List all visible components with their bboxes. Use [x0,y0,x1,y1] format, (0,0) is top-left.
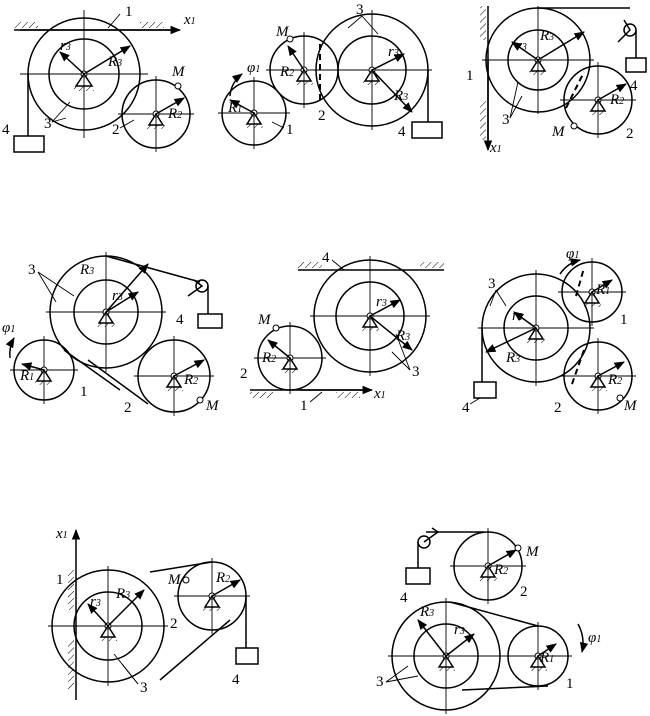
scheme-6: r3 R3 3 4 R1 1 φ1 R2 M 2 [462,246,638,416]
label-4: 4 [630,78,638,94]
R2-label: R2 [279,64,294,80]
label-2: 2 [626,126,634,142]
label-2: 2 [240,366,248,382]
x1-label: x1 [489,140,502,156]
R3-label: R3 [419,604,434,620]
r3-label: r3 [112,288,123,304]
R1-label: R1 [19,368,34,384]
label-2: 2 [124,400,132,416]
r3-label: r3 [516,38,527,54]
M-label: M [623,398,638,414]
label-3: 3 [28,262,36,278]
label-1: 1 [125,4,133,20]
label-1: 1 [300,398,308,414]
scheme-7: x1 1 r3 R3 3 R2 M 2 4 [48,526,259,700]
M-label: M [257,312,272,328]
R3-label: R3 [79,262,94,278]
R2-label: R2 [183,372,198,388]
R1-label: R1 [595,282,610,298]
R2-label: R2 [215,570,230,586]
M-label: M [167,572,182,588]
x1-label: x1 [373,386,386,402]
M-label: M [551,124,566,140]
phi1-label: φ1 [2,320,15,336]
label-3: 3 [140,680,148,696]
label-3: 3 [488,276,496,292]
R3-label: R3 [539,28,554,44]
x1-label: x1 [55,526,68,542]
R2-label: R2 [493,562,508,578]
label-1: 1 [566,676,574,692]
R2-label: R2 [261,350,276,366]
label-4: 4 [462,400,470,416]
phi1-label: φ1 [588,630,601,646]
R1-label: R1 [539,650,554,666]
label-2: 2 [554,400,562,416]
label-4: 4 [400,590,408,606]
scheme-4: r3 R3 3 4 R1 1 φ1 R2 M [2,252,223,416]
label-2: 2 [112,122,120,138]
label-1: 1 [620,312,628,328]
R3-label: R3 [393,88,408,104]
R2-label: R2 [607,372,622,388]
scheme-1: x1 1 r3 R3 3 4 R2 M 2 [2,4,196,153]
label-4: 4 [322,250,330,266]
label-2: 2 [520,584,528,600]
M-label: M [525,544,540,560]
scheme-3: x1 1 r3 R3 3 4 R2 M 2 [466,6,647,156]
M-label: M [275,24,290,40]
label-1: 1 [466,68,474,84]
label-3: 3 [502,112,510,128]
phi1-label: φ1 [566,246,579,262]
R2-label: R2 [167,106,182,122]
label-3: 3 [356,2,364,18]
r3-label: r3 [388,44,399,60]
label-3: 3 [376,674,384,690]
M-label: M [171,64,186,80]
label-2: 2 [318,108,326,124]
phi1-label: φ1 [247,60,260,76]
label-4: 4 [176,312,184,328]
r3-label: r3 [60,38,71,54]
scheme-5: 4 r3 R3 3 R2 M 2 x1 1 [240,250,444,414]
R3-label: R3 [107,54,122,70]
r3-label: r3 [454,622,465,638]
r3-label: r3 [376,294,387,310]
label-4: 4 [2,122,10,138]
scheme-8: 4 R2 M 2 R3 r3 3 [376,527,601,714]
R1-label: R1 [227,100,242,116]
R3-label: R3 [395,328,410,344]
label-1: 1 [286,122,294,138]
R3-label: R3 [115,586,130,602]
r3-label: r3 [512,308,523,324]
label-2: 2 [170,616,178,632]
label-3: 3 [412,364,420,380]
R2-label: R2 [609,92,624,108]
label-1: 1 [80,384,88,400]
r3-label: r3 [90,594,101,610]
label-1: 1 [56,572,64,588]
R3-label: R3 [505,350,520,366]
label-4: 4 [232,672,240,688]
M-label: M [205,398,220,414]
x1-label: x1 [183,12,196,28]
label-3: 3 [44,116,52,132]
scheme-2: R1 1 φ1 R2 M 2 r3 R3 3 4 [218,2,443,149]
label-4: 4 [398,124,406,140]
